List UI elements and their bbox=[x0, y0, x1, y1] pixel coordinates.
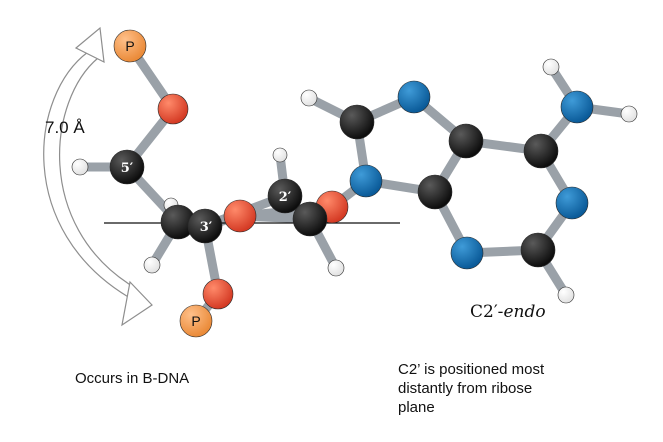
phosphorus-atom-bottom bbox=[179, 304, 213, 338]
atom-label-p-top: P bbox=[125, 38, 134, 54]
carbon-atom-3 bbox=[187, 208, 223, 244]
hydrogen-atom bbox=[300, 89, 318, 107]
position-line: plane bbox=[398, 399, 435, 416]
occurs-text: Occurs in B-DNA bbox=[75, 370, 190, 387]
atom-label-5-prime: 5′ bbox=[121, 161, 134, 176]
nitrogen-atom bbox=[450, 236, 484, 270]
conformation-label: C2′-endo bbox=[470, 302, 546, 322]
carbon-atom bbox=[520, 232, 556, 268]
atom-label-2-prime: 2′ bbox=[279, 190, 292, 205]
conformation-prefix: C2′- bbox=[470, 302, 504, 322]
carbon-atom bbox=[417, 174, 453, 210]
nitrogen-atom bbox=[555, 186, 589, 220]
phosphorus-atom-top bbox=[113, 29, 147, 63]
hydrogen-atom bbox=[327, 259, 345, 277]
position-line: C2’ is positioned most bbox=[398, 361, 545, 378]
carbon-atom bbox=[523, 133, 559, 169]
nitrogen-atom bbox=[349, 164, 383, 198]
atoms bbox=[71, 29, 638, 338]
position-description: C2’ is positioned most distantly from ri… bbox=[398, 360, 598, 417]
carbon-atom-1 bbox=[292, 201, 328, 237]
distance-arrow bbox=[43, 26, 153, 327]
carbon-atom-2 bbox=[267, 178, 303, 214]
oxygen-atom-3 bbox=[202, 278, 234, 310]
atom-label-p-bottom: P bbox=[191, 313, 200, 329]
hydrogen-atom bbox=[557, 286, 575, 304]
conformation-suffix: endo bbox=[503, 302, 546, 322]
arrowhead-bottom bbox=[121, 280, 153, 327]
oxygen-atom-5 bbox=[157, 93, 189, 125]
hydrogen-atom bbox=[542, 58, 560, 76]
carbon-atom bbox=[448, 123, 484, 159]
nitrogen-atom bbox=[397, 80, 431, 114]
hydrogen-atom bbox=[71, 158, 89, 176]
carbon-atom bbox=[339, 104, 375, 140]
carbon-atom-5 bbox=[109, 149, 145, 185]
hydrogen-atom bbox=[143, 256, 161, 274]
arrowhead-top bbox=[74, 26, 105, 64]
hydrogen-atom bbox=[620, 105, 638, 123]
distance-label: 7.0 Å bbox=[45, 118, 85, 137]
oxygen-atom-ring bbox=[223, 199, 257, 233]
hydrogen-atom bbox=[272, 147, 288, 163]
position-line: distantly from ribose bbox=[398, 380, 533, 397]
nitrogen-atom bbox=[560, 90, 594, 124]
atom-label-3-prime: 3′ bbox=[200, 220, 213, 235]
